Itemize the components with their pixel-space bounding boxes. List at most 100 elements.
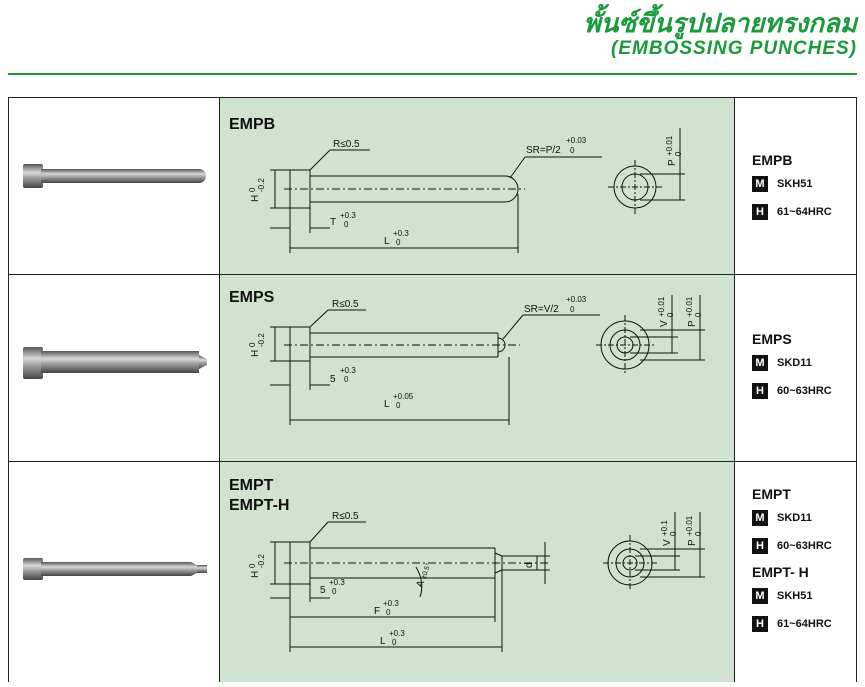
spec-name: EMPT xyxy=(752,486,791,502)
spec-cell: EMPB M SKH51 H 61~64HRC xyxy=(735,98,856,274)
series-title: EMPS xyxy=(229,289,275,306)
svg-text:T: T xyxy=(330,217,336,228)
hardness-value: 61~64HRC xyxy=(777,618,832,630)
svg-text:0: 0 xyxy=(392,638,397,647)
punch-photo xyxy=(23,164,206,188)
product-table: EMPB xyxy=(8,97,857,682)
hardness-badge: H xyxy=(752,616,768,632)
svg-text:5: 5 xyxy=(330,374,336,385)
svg-text:R≤0.5: R≤0.5 xyxy=(332,511,359,522)
svg-text:V: V xyxy=(659,320,670,327)
svg-text:P: P xyxy=(687,320,698,327)
material-badge: M xyxy=(752,355,768,371)
drawing-cell: EMPB xyxy=(220,98,735,274)
svg-text:-0.2: -0.2 xyxy=(257,333,266,347)
svg-text:d: d xyxy=(524,562,535,568)
svg-text:+0.1: +0.1 xyxy=(660,520,669,536)
hardness-badge: H xyxy=(752,383,768,399)
svg-text:0: 0 xyxy=(669,531,678,536)
svg-text:+0.01: +0.01 xyxy=(685,296,694,317)
svg-text:+0.01: +0.01 xyxy=(685,515,694,536)
photo-cell xyxy=(9,462,220,682)
series-title: EMPT xyxy=(229,477,274,494)
photo-cell xyxy=(9,98,220,274)
svg-text:0: 0 xyxy=(694,531,703,536)
spec-block: EMPT M SKD11 H 60~63HRC EMPT- H M SKH51 H 61… xyxy=(752,486,832,642)
spec-block: EMPS M SKD11 H 60~63HRC xyxy=(752,331,832,409)
material-value: SKH51 xyxy=(777,178,813,190)
radius-label: R≤0.5 xyxy=(333,139,360,150)
svg-text:0: 0 xyxy=(332,587,337,596)
svg-text:±0.5°: ±0.5° xyxy=(419,562,432,580)
svg-text:F: F xyxy=(374,606,380,617)
svg-text:0: 0 xyxy=(694,312,703,317)
svg-text:0: 0 xyxy=(570,305,575,314)
svg-text:0: 0 xyxy=(248,563,257,568)
photo-cell xyxy=(9,275,220,461)
spec-name: EMPS xyxy=(752,331,792,347)
sphere-label: SR=P/2 xyxy=(526,145,561,156)
material-badge: M xyxy=(752,588,768,604)
page-header: พั้นซ์ขึ้นรูปปลายทรงกลม (EMBOSSING PUNCH… xyxy=(584,8,857,60)
drawing-cell: EMPS xyxy=(220,275,735,461)
dimension-labels: R≤0.5 SR=V/2 +0.03 0 H 0 -0.2 5 +0.3 0 L… xyxy=(248,295,703,410)
svg-text:0: 0 xyxy=(570,146,575,155)
material-value: SKH51 xyxy=(777,590,813,602)
svg-text:V: V xyxy=(662,539,673,546)
svg-text:+0.3: +0.3 xyxy=(383,599,399,608)
svg-text:0: 0 xyxy=(666,312,675,317)
series-title-block: EMPT EMPT-H xyxy=(229,476,289,516)
spec-name-h: EMPT- H xyxy=(752,564,809,580)
svg-text:5: 5 xyxy=(320,585,326,596)
hardness-value: 60~63HRC xyxy=(777,540,832,552)
svg-text:L: L xyxy=(384,236,390,247)
dimension-labels: R≤0.5 H 0 -0.2 5 +0.3 0 F +0.3 0 L +0.3 … xyxy=(248,511,703,647)
series-title-h: EMPT-H xyxy=(229,497,290,514)
svg-text:P: P xyxy=(687,539,698,546)
svg-text:A: A xyxy=(414,579,427,589)
spec-cell: EMPT M SKD11 H 60~63HRC EMPT- H M SKH51 H 61… xyxy=(735,462,856,682)
svg-text:SR=V/2: SR=V/2 xyxy=(524,304,559,315)
punch-photo xyxy=(23,347,207,379)
svg-text:+0.03: +0.03 xyxy=(566,136,587,145)
svg-text:L: L xyxy=(380,636,386,647)
drawing-cell: EMPT EMPT-H xyxy=(220,462,735,682)
svg-text:+0.01: +0.01 xyxy=(665,135,674,156)
svg-text:0: 0 xyxy=(386,608,391,617)
svg-text:P: P xyxy=(667,159,678,166)
technical-drawing xyxy=(270,128,685,253)
material-badge: M xyxy=(752,510,768,526)
svg-text:+0.05: +0.05 xyxy=(393,392,414,401)
svg-text:+0.3: +0.3 xyxy=(389,629,405,638)
english-title: (EMBOSSING PUNCHES) xyxy=(611,38,857,59)
hardness-value: 60~63HRC xyxy=(777,385,832,397)
svg-text:-0.2: -0.2 xyxy=(257,178,266,192)
svg-text:-0.2: -0.2 xyxy=(257,554,266,568)
svg-text:L: L xyxy=(384,399,390,410)
hardness-badge: H xyxy=(752,538,768,554)
svg-text:R≤0.5: R≤0.5 xyxy=(332,299,359,310)
svg-text:0: 0 xyxy=(344,375,349,384)
hardness-badge: H xyxy=(752,204,768,220)
material-badge: M xyxy=(752,176,768,192)
material-value: SKD11 xyxy=(777,512,812,524)
series-title: EMPB xyxy=(229,116,276,133)
hardness-value: 61~64HRC xyxy=(777,206,832,218)
svg-text:+0.3: +0.3 xyxy=(340,211,356,220)
svg-text:H: H xyxy=(250,350,261,357)
svg-text:+0.3: +0.3 xyxy=(329,578,345,587)
spec-cell: EMPS M SKD11 H 60~63HRC xyxy=(735,275,856,461)
spec-name: EMPB xyxy=(752,152,793,168)
spec-block: EMPB M SKH51 H 61~64HRC xyxy=(752,152,832,230)
svg-text:0: 0 xyxy=(248,187,257,192)
svg-text:+0.01: +0.01 xyxy=(657,296,666,317)
punch-photo xyxy=(23,558,207,580)
svg-text:0: 0 xyxy=(396,401,401,410)
row-empt: EMPT EMPT-H xyxy=(9,462,856,682)
svg-text:0: 0 xyxy=(248,342,257,347)
technical-drawing xyxy=(270,512,705,652)
material-value: SKD11 xyxy=(777,357,812,369)
svg-text:0: 0 xyxy=(344,220,349,229)
svg-text:0: 0 xyxy=(396,238,401,247)
svg-text:+0.3: +0.3 xyxy=(340,366,356,375)
